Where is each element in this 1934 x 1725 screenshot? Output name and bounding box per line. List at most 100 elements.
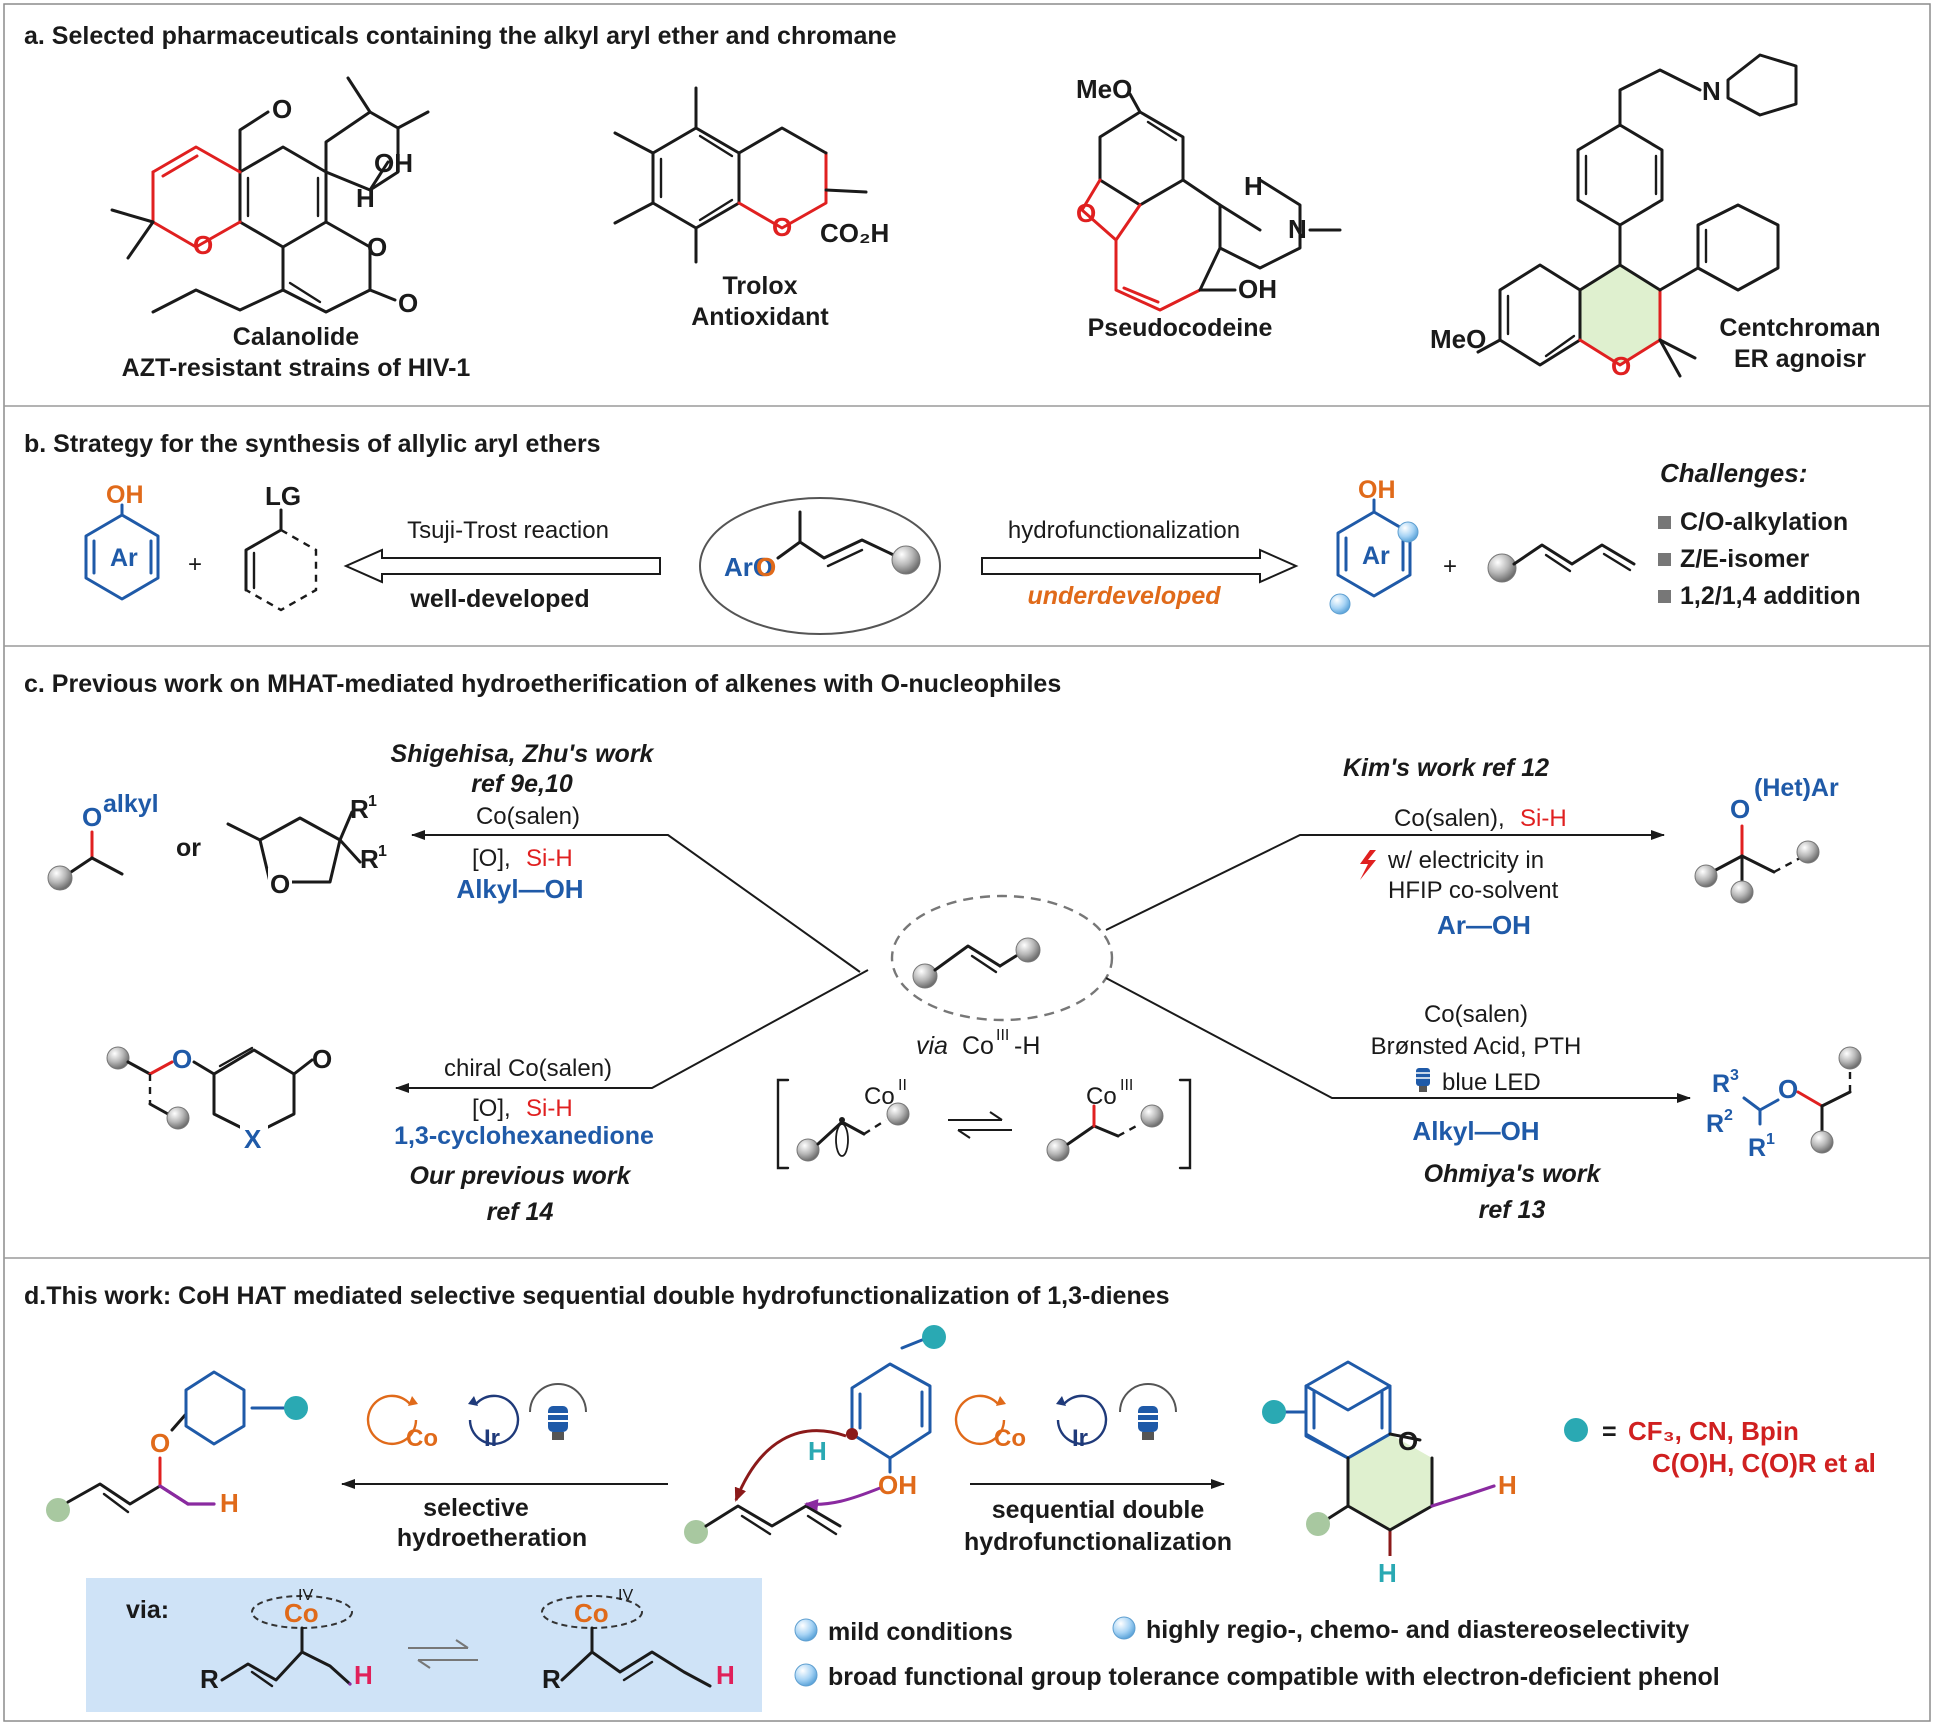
- br-sup2: 2: [1724, 1107, 1733, 1124]
- center-co-sup: III: [996, 1027, 1009, 1044]
- pseudocodeine-n: N: [1288, 214, 1307, 244]
- hydrofunctionalization-arrow: [981, 548, 1299, 584]
- via-label: via:: [126, 1596, 169, 1624]
- tl-title1: Shigehisa, Zhu's work: [391, 740, 655, 768]
- d-left-ir: Ir: [484, 1425, 500, 1452]
- br-sup3: 3: [1730, 1067, 1739, 1084]
- challenge-2: Z/E-isomer: [1680, 545, 1809, 573]
- challenges-title: Challenges:: [1660, 458, 1807, 488]
- tr-cond1a: Co(salen),: [1394, 805, 1505, 832]
- via-iv-2: IV: [618, 1587, 633, 1604]
- feature-1: mild conditions: [828, 1618, 1013, 1646]
- center-co: Co: [962, 1032, 994, 1060]
- legend-line2: C(O)H, C(O)R et al: [1652, 1448, 1876, 1478]
- d-right-h-bottom: H: [1378, 1558, 1397, 1588]
- phenol-right-ar: Ar: [1362, 542, 1390, 570]
- bl-product: O O X: [106, 1044, 332, 1154]
- tl-product-o: O: [270, 869, 290, 899]
- tl-r1-b: R: [360, 844, 379, 874]
- allylic-aryl-ether: ArO O: [724, 510, 921, 582]
- via-co-2: Co: [574, 1598, 609, 1628]
- plus-right: +: [1443, 553, 1457, 580]
- co-iii-sup: III: [1120, 1077, 1133, 1094]
- bl-cond3: 1,3-cyclohexanedione: [394, 1122, 654, 1150]
- challenge-bullet-2: [1658, 553, 1671, 566]
- co-ii-label: Co: [864, 1083, 895, 1110]
- tr-cond1b: Si-H: [1520, 805, 1567, 832]
- calanolide-structure: OH H O O O O: [110, 76, 430, 318]
- centchroman-meo: MeO: [1430, 324, 1486, 354]
- via-iv-1: IV: [298, 1587, 313, 1604]
- tl-cond2a: [O],: [472, 845, 511, 872]
- center-h: -H: [1014, 1032, 1040, 1060]
- phenol-left-ar: Ar: [110, 544, 138, 572]
- br-r1: R: [1748, 1134, 1766, 1162]
- tl-product-1: O alkyl: [47, 790, 159, 891]
- d-right-ir: Ir: [1072, 1425, 1088, 1452]
- aro-label: ArO: [724, 552, 773, 582]
- center-alkene: [912, 937, 1041, 989]
- svg-text:O: O: [1778, 1074, 1798, 1104]
- legend-eq: =: [1602, 1418, 1617, 1446]
- tl-product-2: O R 1 R 1: [226, 793, 387, 899]
- co-iii-label: Co: [1086, 1083, 1117, 1110]
- tr-cond3: HFIP co-solvent: [1388, 877, 1559, 904]
- br-sup1: 1: [1766, 1131, 1775, 1148]
- calanolide-h: H: [356, 183, 375, 213]
- via-r-2: R: [542, 1664, 561, 1694]
- arrow-top-right: [1105, 830, 1665, 931]
- tl-r1-a: R: [350, 794, 369, 824]
- tr-cond2: w/ electricity in: [1387, 847, 1544, 874]
- tl-cond3: Alkyl—OH: [456, 874, 583, 904]
- tr-cond4: Ar—OH: [1437, 910, 1531, 940]
- tr-product: O (Het)Ar: [1694, 774, 1839, 904]
- centchroman-o: O: [1611, 351, 1631, 381]
- center-ellipse: [890, 894, 1114, 1022]
- target-ellipse: [699, 497, 941, 635]
- trolox-o: O: [772, 212, 792, 242]
- pseudocodeine-name: Pseudocodeine: [1088, 314, 1273, 342]
- svg-text:O: O: [82, 802, 102, 832]
- via-h-2: H: [716, 1660, 735, 1690]
- tr-title: Kim's work ref 12: [1343, 754, 1549, 782]
- tl-title2: ref 9e,10: [471, 770, 573, 798]
- phenol-right-oh: OH: [1358, 476, 1396, 504]
- feature-bullet-3: [794, 1663, 818, 1687]
- challenge-1: C/O-alkylation: [1680, 508, 1848, 536]
- challenge-3: 1,2/1,4 addition: [1680, 582, 1861, 610]
- centchroman-name: Centchroman: [1719, 314, 1880, 342]
- d-right-label2: hydrofunctionalization: [964, 1528, 1232, 1556]
- d-center-oh: OH: [878, 1470, 917, 1500]
- d-left-label1: selective: [423, 1494, 529, 1522]
- cyclohexenyl-lg: LG: [244, 481, 318, 612]
- d-left-label2: hydroetheration: [397, 1524, 587, 1552]
- trolox-name: Trolox: [722, 272, 797, 300]
- centchroman-desc: ER agnoisr: [1734, 345, 1866, 373]
- legend-line1: CF₃, CN, Bpin: [1628, 1416, 1799, 1446]
- hydrofunctionalization-label: hydrofunctionalization: [1008, 517, 1240, 544]
- br-r2: R: [1706, 1110, 1724, 1138]
- electricity-icon: [1360, 850, 1376, 880]
- bl-title1: Our previous work: [410, 1162, 632, 1190]
- via-h-1: H: [354, 1660, 373, 1690]
- legend-ball: [1564, 1418, 1588, 1442]
- well-developed-label: well-developed: [409, 585, 589, 613]
- svg-text:O: O: [756, 552, 776, 582]
- br-title2: ref 13: [1479, 1196, 1546, 1224]
- d-right-o: O: [1398, 1426, 1418, 1456]
- feature-bullet-1: [794, 1618, 818, 1642]
- br-title1: Ohmiya's work: [1424, 1160, 1602, 1188]
- tl-or: or: [176, 834, 201, 862]
- via-box: [86, 1578, 762, 1712]
- calanolide-name: Calanolide: [233, 323, 360, 351]
- phenol-right: OH Ar: [1329, 476, 1419, 615]
- svg-text:O: O: [172, 1044, 192, 1074]
- challenge-bullet-1: [1658, 516, 1671, 529]
- pseudocodeine-oh: OH: [1238, 274, 1277, 304]
- via-intermediate-1: Co IV R H: [200, 1587, 373, 1694]
- d-center-substrates: H OH: [684, 1325, 946, 1544]
- calanolide-o-top: O: [272, 94, 292, 124]
- diene-right: [1487, 543, 1636, 583]
- br-product: R 3 R 2 R 1 O: [1706, 1046, 1862, 1162]
